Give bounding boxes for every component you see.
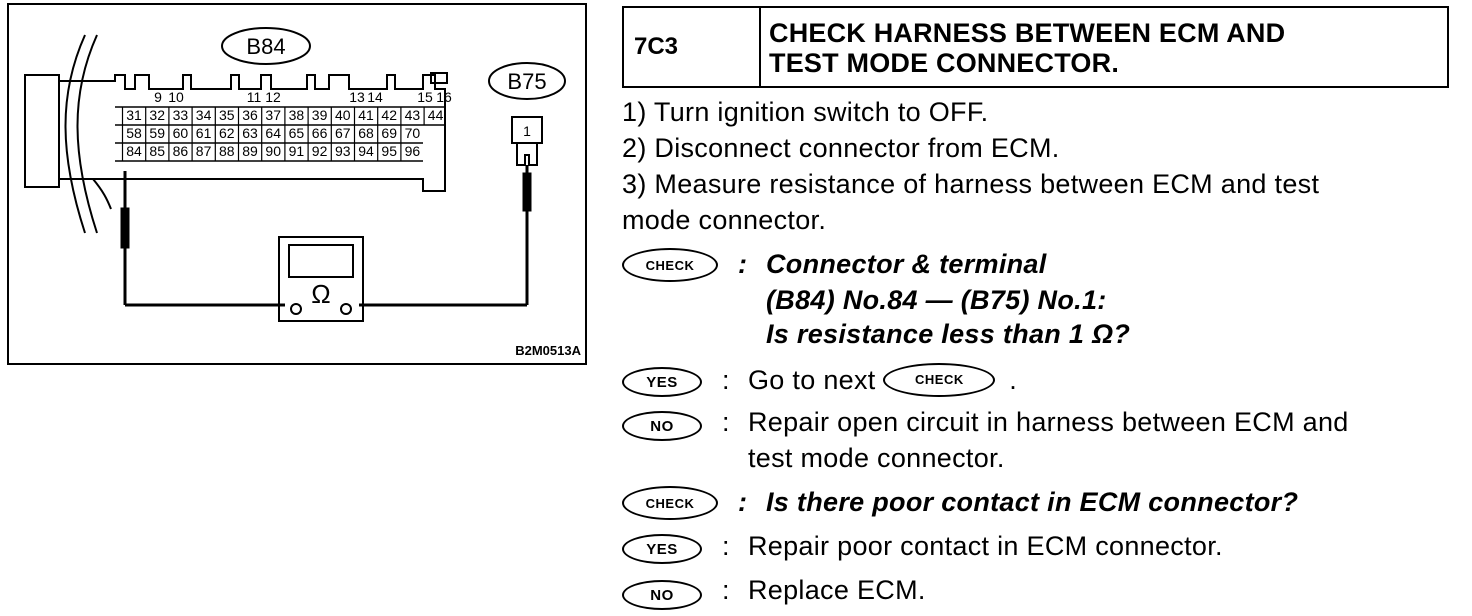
check1-yes-text: Go to next: [748, 365, 876, 395]
ecm-pin-16: 16: [436, 89, 452, 105]
step-title-line1: CHECK HARNESS BETWEEN ECM AND: [769, 18, 1286, 48]
test-mode-connector: [511, 116, 543, 166]
ecm-pin-88: 88: [219, 143, 235, 159]
ecm-pin-86: 86: [173, 143, 189, 159]
ecm-pin-64: 64: [265, 125, 281, 141]
ecm-pin-34: 34: [196, 107, 212, 123]
check1-line2: (B84) No.84 — (B75) No.1:: [766, 285, 1107, 315]
check-badge-1: CHECK: [622, 248, 718, 282]
ecm-pin-87: 87: [196, 143, 212, 159]
ecm-pin-14: 14: [367, 89, 383, 105]
ecm-pin-69: 69: [381, 125, 397, 141]
instruction-3b: mode connector.: [622, 205, 827, 235]
ecm-pin-43: 43: [405, 107, 421, 123]
step-header: 7C3 CHECK HARNESS BETWEEN ECM AND TEST M…: [622, 6, 1449, 88]
b84-label: B84: [246, 34, 285, 59]
ecm-pin-67: 67: [335, 125, 351, 141]
colon: :: [738, 249, 747, 279]
ecm-pin-95: 95: [381, 143, 397, 159]
ecm-pin-91: 91: [289, 143, 305, 159]
ecm-pin-38: 38: [289, 107, 305, 123]
check2-question: Is there poor contact in ECM connector?: [766, 487, 1299, 517]
ecm-pin-40: 40: [335, 107, 351, 123]
yes-badge-1: YES: [622, 367, 702, 397]
check1-yes-suffix: .: [1009, 365, 1018, 395]
ecm-pin-13: 13: [349, 89, 365, 105]
ohm-symbol: Ω: [311, 279, 330, 309]
colon: :: [722, 575, 730, 605]
no-badge-1: NO: [622, 411, 702, 441]
ecm-pin-66: 66: [312, 125, 328, 141]
step-title-line2: TEST MODE CONNECTOR.: [769, 48, 1120, 78]
ecm-pin-33: 33: [173, 107, 189, 123]
check1-no-line2: test mode connector.: [748, 443, 1005, 473]
check1-line3: Is resistance less than 1 Ω?: [766, 319, 1131, 349]
instruction-1: 1) Turn ignition switch to OFF.: [622, 97, 989, 127]
ecm-pin-12: 12: [265, 89, 281, 105]
ecm-pin-11: 11: [247, 89, 262, 105]
colon: :: [722, 531, 730, 561]
ecm-pin-44: 44: [428, 107, 444, 123]
ecm-pin-58: 58: [126, 125, 142, 141]
ecm-pin-60: 60: [173, 125, 189, 141]
ecm-pin-32: 32: [149, 107, 165, 123]
ecm-pin-31: 31: [126, 107, 142, 123]
colon: :: [738, 487, 747, 517]
check1-line1: Connector & terminal: [766, 249, 1047, 279]
ecm-pin-90: 90: [265, 143, 281, 159]
ecm-pin-42: 42: [381, 107, 397, 123]
b75-label: B75: [507, 69, 546, 94]
no-badge-2: NO: [622, 580, 702, 610]
ecm-pin-92: 92: [312, 143, 328, 159]
colon: :: [722, 365, 730, 395]
instruction-2: 2) Disconnect connector from ECM.: [622, 133, 1060, 163]
ecm-pin-70: 70: [405, 125, 421, 141]
ecm-pin-41: 41: [358, 107, 374, 123]
ecm-pin-59: 59: [149, 125, 165, 141]
ecm-pin-63: 63: [242, 125, 258, 141]
check2-no: Replace ECM.: [748, 575, 926, 605]
ecm-pin-39: 39: [312, 107, 328, 123]
ecm-pin-36: 36: [242, 107, 258, 123]
figure-code: B2M0513A: [515, 343, 581, 358]
ecm-pin-94: 94: [358, 143, 374, 159]
ecm-pin-61: 61: [196, 125, 212, 141]
check1-yes: Go to next CHECK .: [748, 362, 1018, 399]
yes-badge-2: YES: [622, 534, 702, 564]
ohmmeter: [278, 236, 364, 322]
step-id: 7C3: [624, 8, 761, 86]
ecm-pin-93: 93: [335, 143, 351, 159]
ecm-pin-9: 9: [154, 89, 162, 105]
ecm-pin-68: 68: [358, 125, 374, 141]
ecm-pin-62: 62: [219, 125, 235, 141]
ecm-pin-37: 37: [265, 107, 281, 123]
b84-tag: [221, 27, 311, 65]
step-title: CHECK HARNESS BETWEEN ECM AND TEST MODE …: [761, 8, 1447, 86]
ecm-pin-84: 84: [126, 143, 142, 159]
ecm-pin-89: 89: [242, 143, 258, 159]
check1-no-line1: Repair open circuit in harness between E…: [748, 407, 1349, 437]
ecm-pin-15: 15: [417, 89, 433, 105]
check2-yes: Repair poor contact in ECM connector.: [748, 531, 1223, 561]
ecm-connector: [24, 72, 448, 192]
next-check-badge: CHECK: [883, 362, 996, 397]
ecm-pin-96: 96: [405, 143, 421, 159]
instruction-3a: 3) Measure resistance of harness between…: [622, 169, 1320, 199]
ecm-pin-85: 85: [149, 143, 165, 159]
b75-tag: [488, 62, 566, 100]
test-pin-label: 1: [523, 123, 531, 139]
ecm-pin-65: 65: [289, 125, 305, 141]
ecm-pin-10: 10: [168, 89, 184, 105]
ecm-pin-35: 35: [219, 107, 235, 123]
check-badge-2: CHECK: [622, 486, 718, 520]
colon: :: [722, 407, 730, 437]
